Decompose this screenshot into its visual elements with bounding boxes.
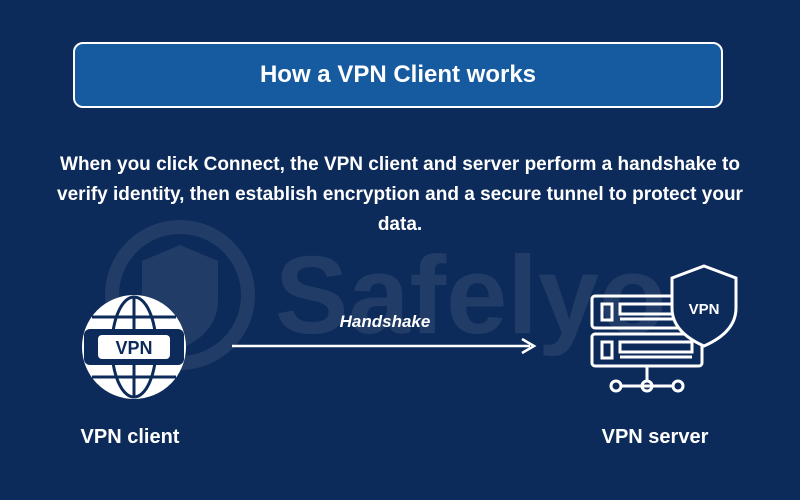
page-title: How a VPN Client works [259, 61, 537, 88]
server-badge-text: VPN [689, 301, 720, 318]
server-rack [590, 294, 704, 393]
shield-icon [670, 264, 738, 348]
server-label: VPN server [601, 426, 709, 448]
client-label: VPN client [80, 426, 180, 448]
globe-vpn-icon: VPN [82, 295, 186, 399]
title-banner: How a VPN Client works [73, 42, 723, 108]
description-text: When you click Connect, the VPN client a… [57, 154, 743, 235]
handshake-arrow [232, 337, 537, 355]
handshake-label: Handshake [339, 312, 431, 331]
client-icon-text: VPN [115, 338, 152, 358]
server-vpn-icon: VPN [590, 264, 738, 393]
